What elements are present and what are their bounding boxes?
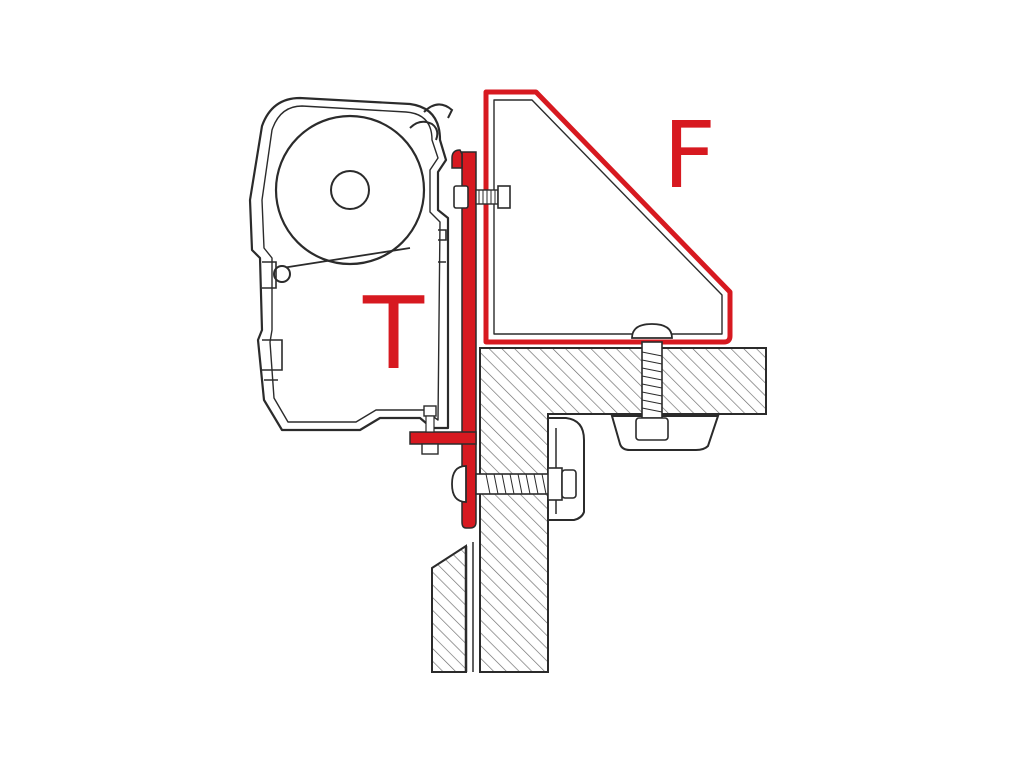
adapter-bottom-foot	[409, 431, 477, 445]
awning-cassette-inner	[261, 105, 441, 423]
fabric-line	[281, 247, 411, 269]
vehicle-wall-section	[479, 347, 767, 673]
lead-rail-bead	[273, 265, 291, 283]
clamp-nut-icon	[421, 405, 439, 455]
lower-groove-detail	[262, 339, 283, 381]
bolt-icon	[453, 185, 511, 209]
adapter-top-hook	[451, 149, 463, 169]
roller-axle	[330, 170, 370, 210]
wall-bolt	[451, 465, 577, 503]
side-slot-detail	[438, 229, 447, 263]
lead-rail-slot	[262, 261, 277, 289]
bracket-f-inner	[493, 99, 723, 335]
roof-bolt	[631, 323, 673, 441]
top-hook-detail	[409, 103, 454, 141]
bracket-f-label: F	[663, 102, 716, 209]
awning-t-label: T	[363, 275, 425, 392]
lower-panel-section	[431, 544, 467, 673]
